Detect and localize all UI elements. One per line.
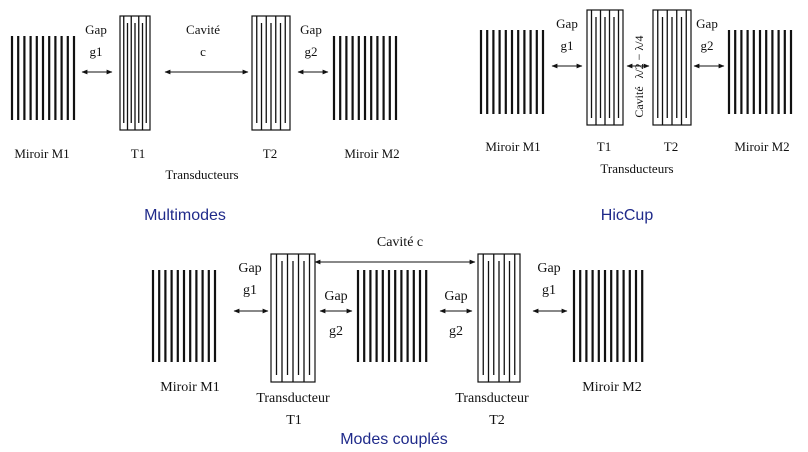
hiccup-title: HicCup	[601, 207, 654, 224]
cavity-label: Cavité	[186, 22, 220, 37]
mirror-m2-label: Miroir M2	[734, 139, 789, 154]
mirror-m2-grating	[332, 36, 398, 120]
cavity-label: Cavité c	[377, 235, 423, 250]
gap1-right-id: g1	[542, 283, 556, 298]
gap2-id: g2	[305, 44, 318, 59]
transducer-t2	[251, 15, 291, 131]
gap2-label: Gap	[696, 16, 718, 31]
mirror-m1-grating	[10, 36, 76, 120]
multimodes-title: Multimodes	[144, 207, 226, 224]
transducer-t1	[270, 253, 316, 383]
t1-label: T1	[597, 139, 611, 154]
gap1-id: g1	[90, 44, 103, 59]
transducer-t1	[586, 9, 624, 126]
t1-label: T1	[131, 146, 145, 161]
central-mirror-grating	[356, 270, 428, 362]
multimodes-diagram: Gap g1 Cavité c Gap g2 Miroir M1 T1 T2 M…	[10, 15, 400, 224]
mirror-m1-label: Miroir M1	[485, 139, 540, 154]
cavity-id: c	[200, 44, 206, 59]
t2-label: T2	[263, 146, 277, 161]
mirror-m1-grating	[479, 30, 545, 114]
gap1-id: g1	[561, 38, 574, 53]
spacing-formula-label: λ/2 − λ/4	[632, 35, 646, 78]
gap1-label: Gap	[556, 16, 578, 31]
gap2-left-id: g2	[329, 324, 343, 339]
transducer-t2	[652, 9, 692, 126]
gap2-right-label: Gap	[444, 289, 467, 304]
gap1-label: Gap	[85, 22, 107, 37]
transducers-label: Transducteurs	[600, 161, 673, 176]
gap1-right-label: Gap	[537, 261, 560, 276]
gap2-left-label: Gap	[324, 289, 347, 304]
transducer-right-id: T2	[489, 413, 505, 428]
transducer-left-label: Transducteur	[256, 391, 330, 406]
mirror-m1-grating	[151, 270, 217, 362]
mirror-m1-label: Miroir M1	[160, 380, 220, 395]
mirror-m2-label: Miroir M2	[582, 380, 642, 395]
gap1-left-label: Gap	[238, 261, 261, 276]
hiccup-diagram: Gap g1 Gap g2 λ/2 − λ/4 Cavité Miroir M1…	[479, 9, 793, 224]
transducer-right-label: Transducteur	[455, 391, 529, 406]
transducer-t2	[477, 253, 521, 383]
gap1-left-id: g1	[243, 283, 257, 298]
transducers-label: Transducteurs	[165, 167, 238, 182]
mirror-m2-label: Miroir M2	[344, 146, 399, 161]
gap2-id: g2	[701, 38, 714, 53]
t2-label: T2	[664, 139, 678, 154]
gap2-right-id: g2	[449, 324, 463, 339]
coupled-modes-title: Modes couplés	[340, 431, 448, 448]
mirror-m2-grating	[727, 30, 793, 114]
cavity-vertical-label: Cavité	[632, 86, 646, 117]
transducer-t1	[119, 15, 151, 131]
transducer-left-id: T1	[286, 413, 302, 428]
mirror-m2-grating	[572, 270, 644, 362]
gap2-label: Gap	[300, 22, 322, 37]
coupled-modes-diagram: Cavité c Gap g1 Gap g2 Gap g2 Gap g1 Mir…	[151, 235, 644, 448]
mirror-m1-label: Miroir M1	[14, 146, 69, 161]
